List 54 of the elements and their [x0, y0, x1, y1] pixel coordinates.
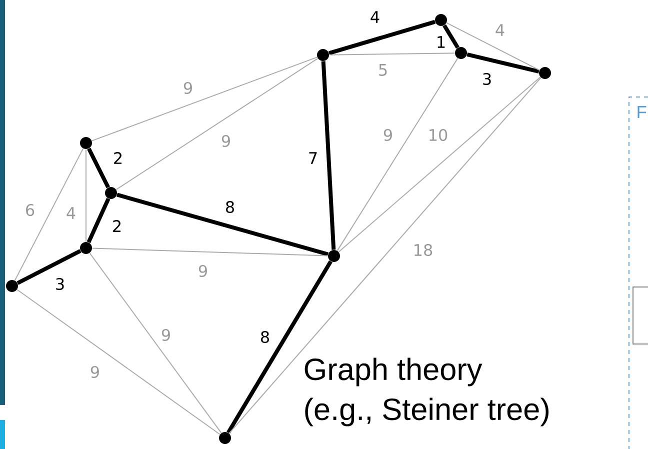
- graph-vertex: [6, 280, 18, 292]
- edge-weight: 9: [89, 365, 101, 379]
- edge-weight: 3: [54, 277, 66, 291]
- graph-edge: [116, 58, 318, 190]
- edge-weight: 8: [259, 330, 271, 344]
- graph-edge: [92, 248, 328, 256]
- graph-vertex: [105, 187, 117, 199]
- graph-edge: [86, 198, 110, 244]
- edge-weight: 4: [369, 10, 381, 24]
- graph-vertex: [328, 250, 340, 262]
- frame-label: F: [638, 106, 646, 118]
- caption-text: (e.g., Steiner tree): [305, 398, 548, 426]
- edge-weight: 2: [112, 151, 124, 165]
- edge-weight: 10: [427, 128, 449, 142]
- graph-vertex: [435, 14, 447, 26]
- graph-edge: [228, 77, 542, 434]
- edge-weight: 4: [65, 206, 77, 220]
- graph-edge: [16, 289, 220, 435]
- caption-text: Graph theory: [304, 358, 482, 386]
- graph-edge: [321, 61, 336, 250]
- edge-weight: 9: [382, 128, 394, 142]
- edge-weight: 9: [220, 134, 232, 148]
- graph-edge: [442, 24, 460, 49]
- edge-weight: 5: [377, 63, 389, 77]
- graph-edge: [116, 192, 329, 256]
- graph-edge: [89, 252, 222, 434]
- graph-vertex: [539, 67, 551, 79]
- graph-edge: [14, 148, 84, 281]
- graph-edge: [328, 20, 436, 56]
- graph-edge: [446, 22, 540, 71]
- graph-vertex: [80, 242, 92, 254]
- edge-weight: 8: [224, 200, 236, 214]
- edge-weight: 9: [182, 81, 194, 95]
- edge-weight: 9: [160, 328, 172, 342]
- graph-edge: [336, 58, 458, 252]
- graph-edge: [338, 76, 541, 252]
- graph-edge: [87, 148, 110, 188]
- edge-weight: 1: [435, 36, 447, 48]
- edge-weight: 18: [412, 243, 434, 257]
- graph-vertex: [219, 432, 231, 444]
- edge-weight: 4: [494, 24, 506, 36]
- graph-edge: [91, 56, 318, 142]
- edge-weight: 2: [111, 219, 123, 233]
- edge-weight: 3: [481, 72, 493, 86]
- graph-vertex: [80, 137, 92, 149]
- graph-vertex: [317, 49, 329, 61]
- edge-weight: 6: [24, 203, 36, 217]
- graph-edge: [16, 249, 82, 285]
- graph-vertex: [455, 47, 467, 59]
- graph-edge: [328, 52, 456, 56]
- edge-weight: 9: [197, 264, 209, 278]
- graph-edge: [466, 52, 540, 74]
- graph-edge: [226, 260, 332, 434]
- edge-weight: 7: [307, 152, 319, 164]
